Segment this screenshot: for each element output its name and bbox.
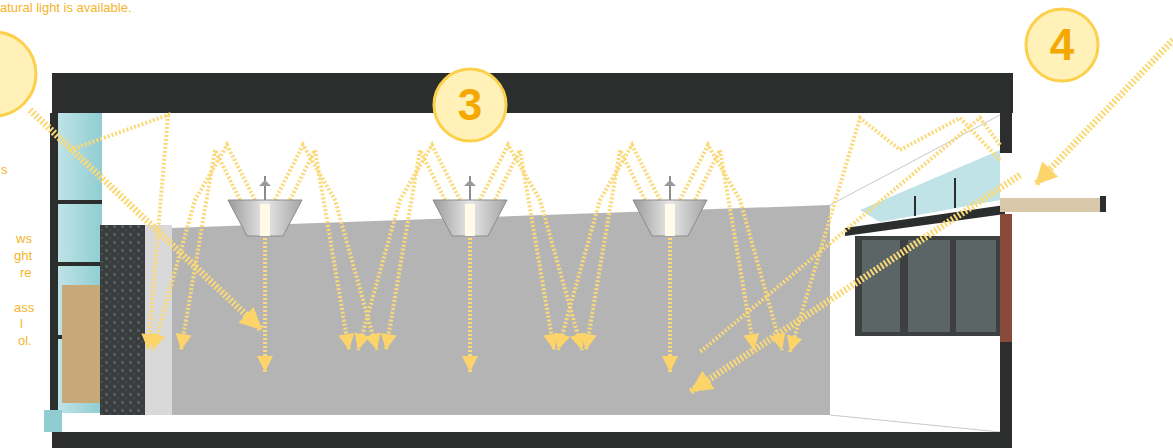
pendant-lights	[228, 176, 707, 236]
window-pane	[956, 240, 996, 332]
callout-circle	[434, 69, 506, 141]
pendant-fixture	[433, 200, 507, 236]
window-pane	[908, 240, 950, 332]
note-text: s	[1, 162, 8, 177]
callout-number: 3	[458, 83, 482, 127]
wood-panel	[62, 285, 100, 403]
note-text: ws	[16, 231, 32, 246]
arrowhead	[743, 333, 759, 350]
note-text: ol.	[18, 333, 32, 348]
perspective-line	[830, 415, 1000, 432]
left-glazing-base	[44, 410, 62, 432]
arrowhead	[238, 307, 262, 330]
pendant-fixture	[228, 200, 302, 236]
note-text: ass	[14, 300, 34, 315]
arrowhead	[1035, 161, 1058, 185]
callout-circle	[0, 32, 36, 116]
callout-circle	[1026, 9, 1098, 81]
light-ray	[30, 110, 262, 330]
lamp	[260, 204, 270, 236]
view-window	[855, 236, 1000, 336]
light-ray	[358, 145, 460, 350]
overhang-edge	[1100, 196, 1106, 212]
pendant-canopy	[464, 180, 476, 186]
light-ray	[386, 150, 445, 350]
light-ray	[695, 150, 754, 350]
arrowhead	[662, 356, 678, 372]
mullion	[58, 262, 102, 266]
arrowhead	[555, 332, 570, 350]
lamp	[465, 204, 475, 236]
arrowhead	[381, 333, 397, 350]
callout-circles	[0, 9, 1098, 141]
light-ray	[275, 145, 377, 350]
arrowhead	[257, 356, 273, 372]
arrowhead	[690, 371, 714, 392]
light-ray	[153, 145, 255, 350]
pendant-canopy	[259, 180, 271, 186]
arrowhead	[365, 332, 380, 350]
light-ray	[680, 145, 782, 350]
mullion	[954, 178, 956, 208]
light-ray	[690, 175, 1020, 392]
mullion	[58, 200, 102, 204]
arrowhead	[770, 332, 785, 350]
light-ray	[70, 115, 168, 350]
note-text: l	[20, 316, 23, 331]
light-ray	[586, 150, 645, 350]
arrowhead	[338, 333, 354, 350]
callout-number: 4	[1050, 23, 1074, 67]
lamp	[665, 204, 675, 236]
light-ray	[790, 118, 1000, 352]
pendant-stem	[669, 176, 671, 200]
arrowhead	[355, 332, 370, 350]
arrowhead	[581, 333, 597, 350]
pendant-fixture	[633, 200, 707, 236]
roof-slab	[52, 73, 1013, 113]
arrowhead	[176, 333, 192, 350]
right-wall	[1000, 113, 1012, 153]
pendant-stem	[469, 176, 471, 200]
light-ray	[700, 118, 1000, 352]
brick-jamb	[1000, 214, 1012, 342]
light-ray	[558, 145, 660, 350]
light-rays	[30, 40, 1173, 392]
light-ray	[290, 150, 349, 350]
right-wall	[1000, 342, 1012, 432]
note-text: ght	[14, 248, 32, 263]
light-ray	[668, 238, 672, 372]
mullion	[914, 196, 916, 216]
pendant-stem	[264, 176, 266, 200]
light-ray	[495, 150, 554, 350]
textured-panel	[100, 225, 145, 415]
arrowhead	[141, 333, 157, 350]
floor-slab	[52, 432, 1012, 448]
arrowhead	[462, 356, 478, 372]
left-wall	[50, 113, 58, 432]
exterior-overhang	[1000, 198, 1105, 212]
light-ray	[263, 238, 267, 372]
light-ray	[468, 238, 472, 372]
note-text: re	[20, 265, 32, 280]
light-ray	[181, 150, 240, 350]
pendant-canopy	[664, 180, 676, 186]
note-text: atural light is available.	[0, 0, 132, 15]
arrowhead	[787, 334, 802, 352]
